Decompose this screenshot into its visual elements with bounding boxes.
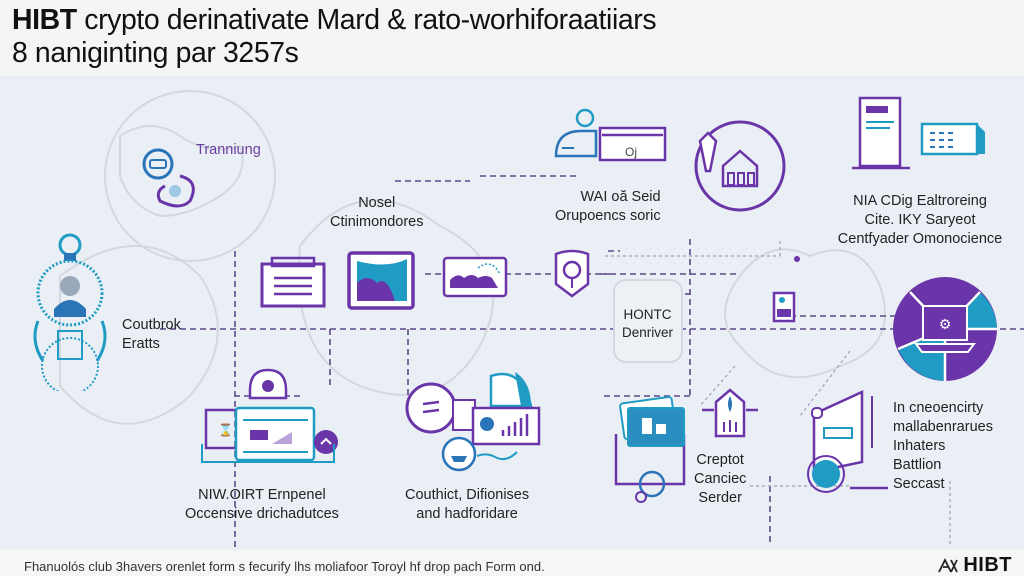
- training-icon: [142, 148, 195, 208]
- driver-label-line2: Denriver: [622, 325, 674, 340]
- driver-label: HONTC Denriver: [622, 306, 673, 342]
- dashboard-icon: ⌛: [201, 368, 338, 463]
- wallet-icon: [554, 108, 667, 162]
- document-monitor-icon: [852, 96, 985, 170]
- title-text: crypto derinativate Mard & rato-worhifor…: [76, 4, 657, 36]
- analytics-cluster-icon: [405, 372, 541, 472]
- monitoring-label-line1: NIA CDig Ealtroreing: [853, 193, 987, 209]
- driver-label-line1: HONTC: [623, 307, 672, 322]
- monitoring-label: NIA CDig Ealtroreing Cite. IKY Saryeot C…: [820, 192, 1020, 249]
- creptot-label: Creptot Canciec Serder: [694, 451, 746, 508]
- creptot-label-line3: Serder: [698, 490, 742, 506]
- region-shape: [59, 245, 219, 425]
- page-title: HIBT crypto derinativate Mard & rato-wor…: [12, 4, 992, 37]
- wallet-label-line2: Orupoencs soric: [555, 208, 661, 224]
- model-label-line2: Ctinimondores: [330, 214, 424, 230]
- concurrency-label-line5: Seccast: [893, 476, 945, 492]
- wallet-label-line1: WAI oă Seid: [580, 189, 661, 205]
- folder-stack-icon: [614, 395, 686, 503]
- diagram-canvas: Tranniung Nosel Ctinimondores Oj WAI oă …: [0, 76, 1024, 550]
- couthict-label: Couthict, Difionises and hadforidare: [405, 486, 529, 524]
- countbrok-label-line2: Eratts: [122, 336, 160, 352]
- robot-icon: [33, 233, 107, 391]
- empanel-label-line1: NIW.OIRT Ernpenel: [198, 487, 326, 503]
- device-icon: [772, 291, 796, 323]
- monitoring-label-line3: Centfyader Omonocience: [837, 231, 1003, 247]
- shield-lock-icon: [554, 249, 590, 298]
- connector-dot: [794, 256, 800, 262]
- footer-logo-text: HIBT: [963, 554, 1012, 576]
- title-brand: HIBT: [12, 4, 77, 36]
- training-label: Tranniung: [196, 142, 261, 158]
- couthict-label-line1: Couthict, Difionises: [405, 487, 530, 503]
- footer-logo: HIBT: [937, 554, 1012, 576]
- creptot-label-line2: Canciec: [694, 471, 747, 487]
- house-circle-icon: [694, 120, 786, 212]
- model-label-line1: Nosel: [358, 195, 396, 211]
- empanel-label: NIW.OIRT Ernpenel Occensive drichadutces: [185, 486, 339, 524]
- svg-text:⌛: ⌛: [218, 423, 233, 437]
- footer: Fhanuolós club 3havers orenlet form s f…: [0, 550, 1024, 576]
- empanel-label-line2: Occensive drichadutces: [185, 506, 339, 522]
- ledger-book-icon: [807, 390, 888, 493]
- concurrency-label-line4: Battlion: [893, 457, 942, 473]
- countbrok-label: Coutbrok Eratts: [122, 316, 181, 354]
- creptot-label-line1: Creptot: [696, 452, 744, 468]
- driver-box: [613, 279, 683, 363]
- wallet-label: WAI oă Seid Orupoencs soric: [555, 188, 661, 226]
- page-subtitle: 8 naniginting par 3257s: [12, 37, 299, 69]
- countbrok-label-line1: Coutbrok: [122, 317, 181, 333]
- cloud-shape: [724, 248, 886, 379]
- concurrency-label-line3: Inhaters: [893, 438, 946, 454]
- connector-layer: [59, 90, 1024, 550]
- region-shape: [297, 199, 495, 396]
- concurrency-label-line1: In cneoencirty: [893, 400, 984, 416]
- rocket-tower-icon: [702, 388, 758, 438]
- line-chart-icon: [442, 256, 508, 298]
- concurrency-label: In cneoencirty mallabenrarues Inhaters B…: [893, 399, 993, 494]
- concurrency-label-line2: mallabenrarues: [893, 419, 993, 435]
- couthict-label-line2: and hadforidare: [416, 506, 518, 522]
- folder-list-icon: [260, 256, 326, 308]
- model-label: Nosel Ctinimondores: [330, 194, 424, 232]
- title-area: HIBT crypto derinativate Mard & rato-wor…: [0, 0, 1024, 76]
- wallet-card-text: Oj: [625, 145, 637, 159]
- globe-outline: [104, 90, 276, 262]
- monitoring-label-line2: Cite. IKY Saryeot: [864, 212, 976, 228]
- area-chart-icon: [347, 251, 415, 310]
- security-pie-icon: ⚙: [893, 277, 997, 381]
- svg-text:⚙: ⚙: [939, 317, 952, 333]
- footer-caption: Fhanuolós club 3havers orenlet form s f…: [24, 559, 545, 574]
- logo-mark-icon: [938, 557, 959, 572]
- continent-shape: [119, 125, 244, 218]
